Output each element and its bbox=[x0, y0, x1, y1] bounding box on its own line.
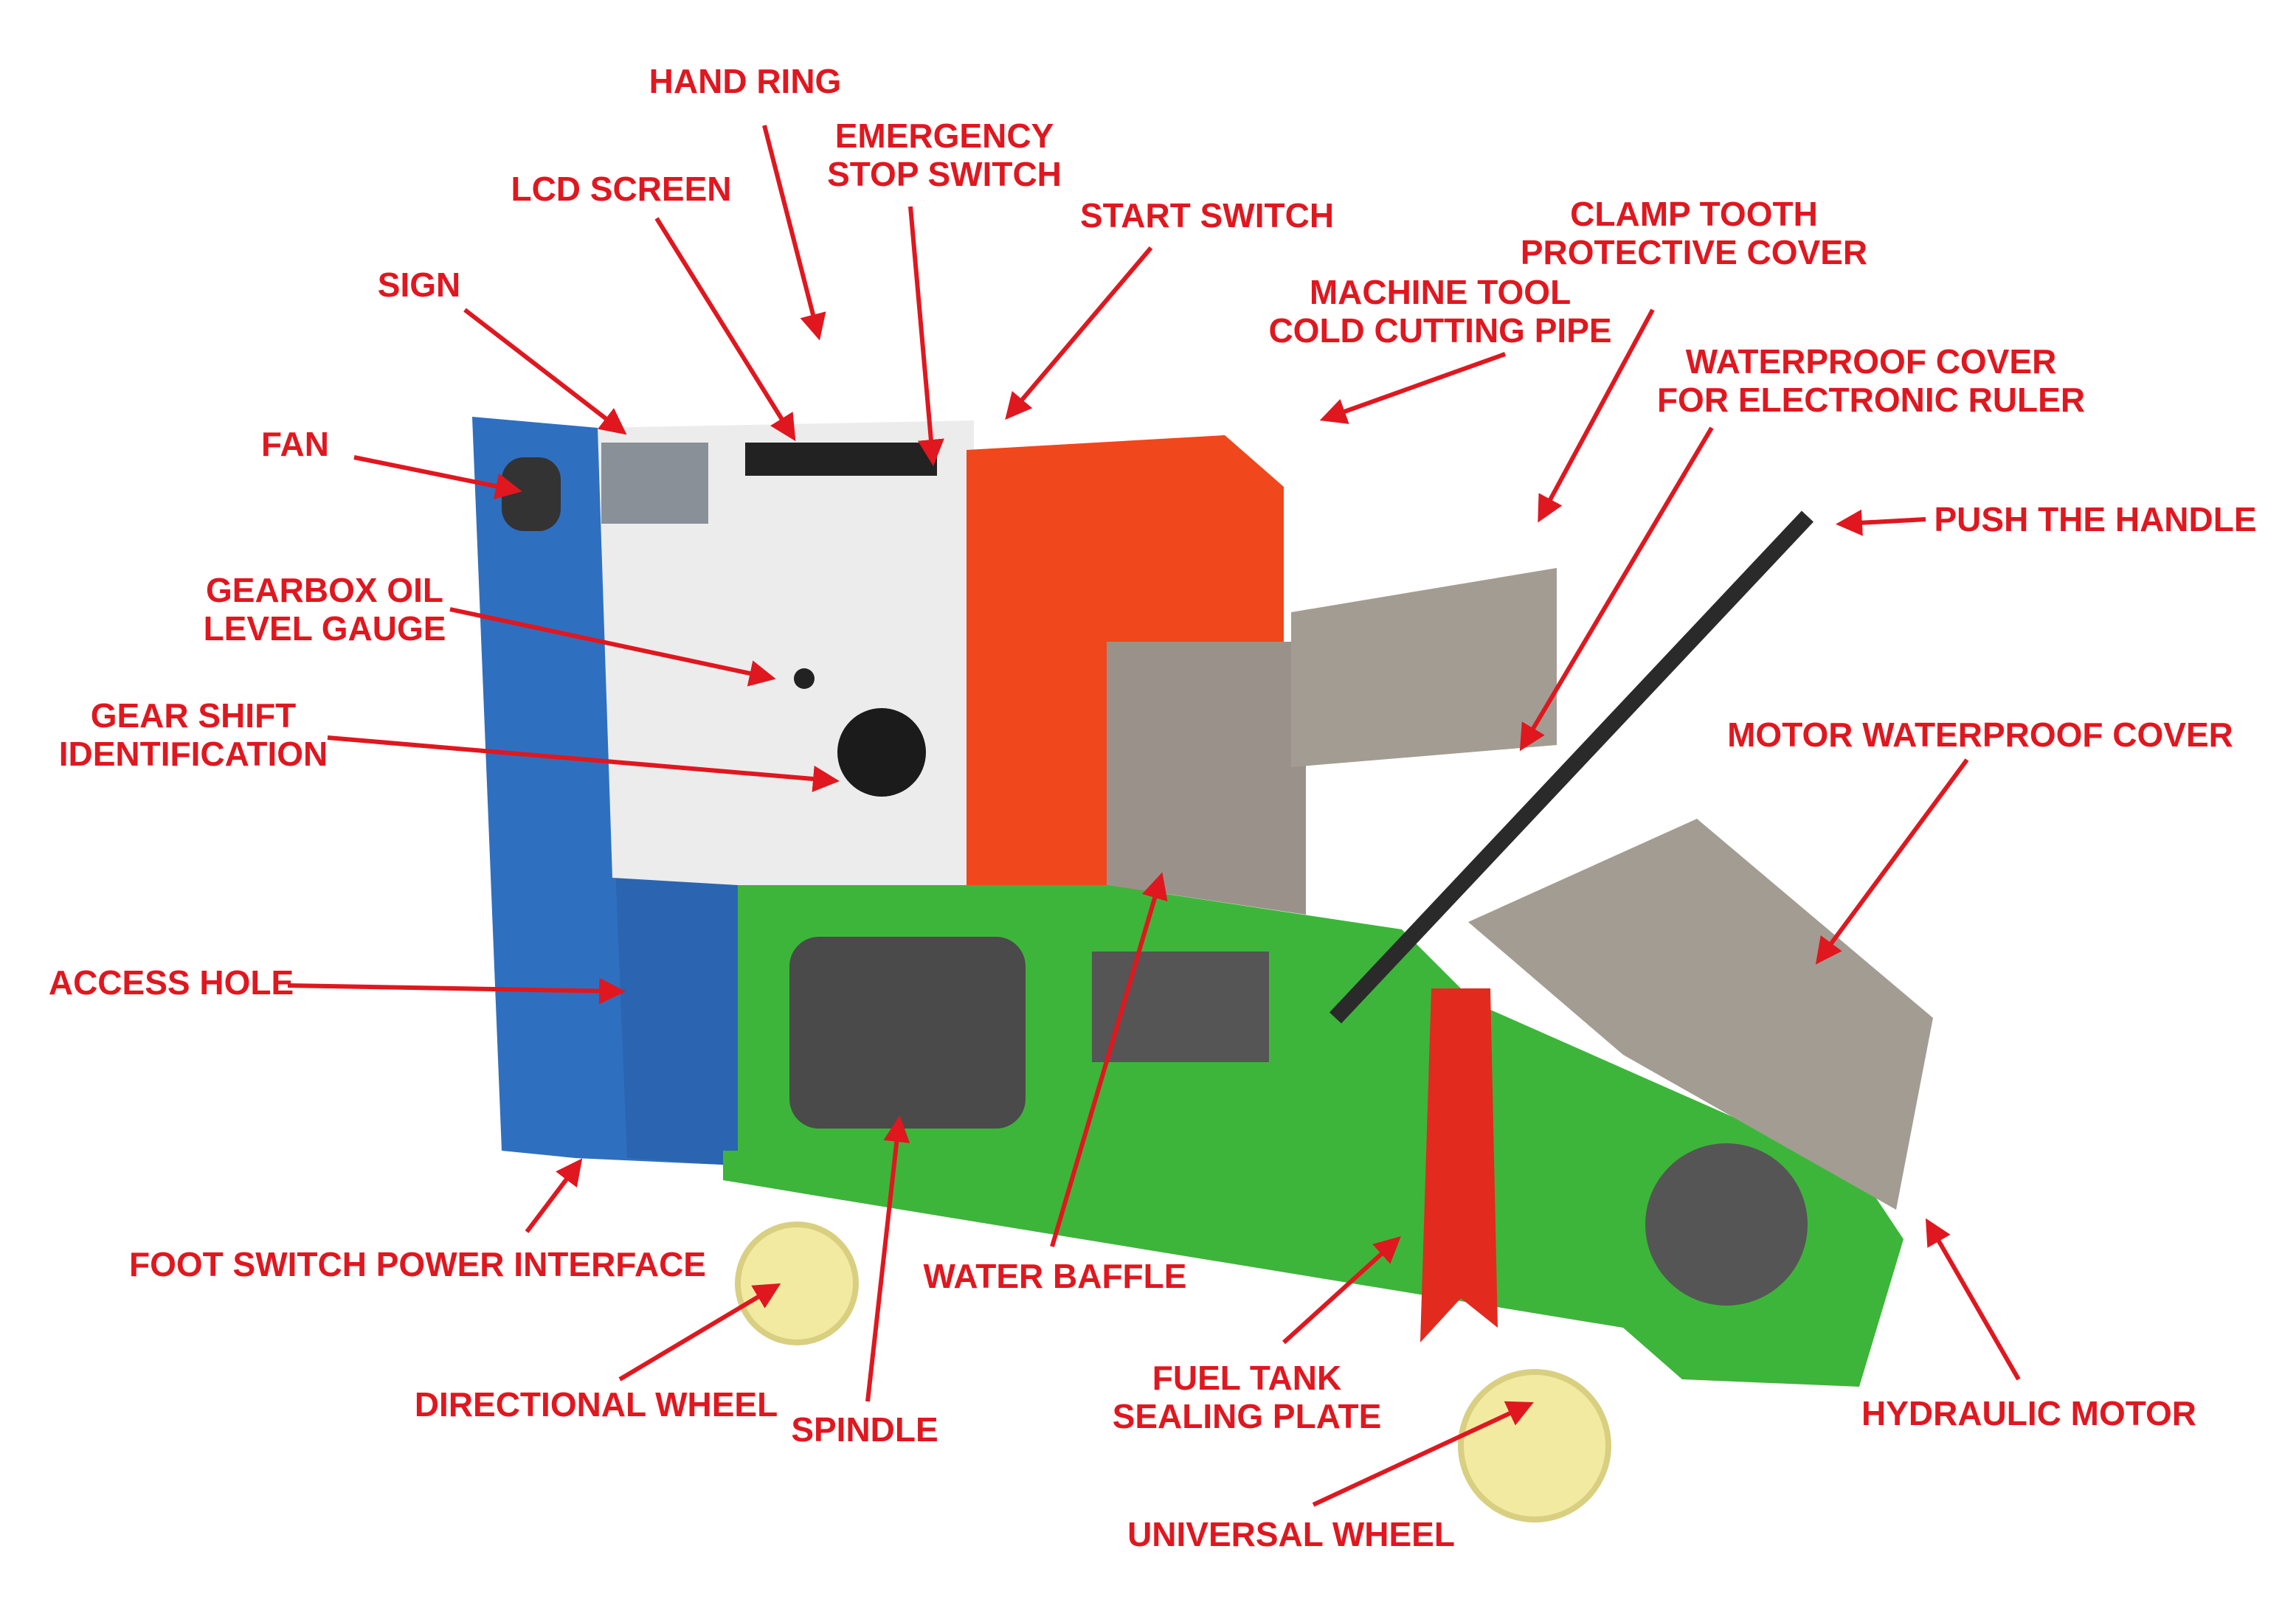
motor-waterproof-cover bbox=[1468, 819, 1933, 1210]
label-directional-wheel: DIRECTIONAL WHEEL bbox=[415, 1385, 778, 1424]
water-baffle bbox=[1107, 642, 1306, 915]
directional-wheel bbox=[735, 1221, 859, 1345]
arrow-fan bbox=[353, 455, 522, 499]
arrow-machine-tool bbox=[1319, 352, 1507, 424]
label-push-handle: PUSH THE HANDLE bbox=[1934, 500, 2256, 538]
label-access-hole: ACCESS HOLE bbox=[49, 963, 294, 1002]
machine-illustration bbox=[472, 417, 1933, 1522]
label-spindle: SPINDLE bbox=[791, 1410, 938, 1449]
spindle-motor bbox=[789, 937, 1026, 1129]
label-hydraulic-motor: HYDRAULIC MOTOR bbox=[1861, 1394, 2196, 1432]
push-handle bbox=[1329, 510, 1814, 1024]
arrow-hand-ring bbox=[762, 125, 826, 341]
arrow-universal-wheel bbox=[1312, 1401, 1534, 1507]
clamp-protective-cover bbox=[1291, 568, 1557, 767]
universal-wheel bbox=[1458, 1369, 1611, 1522]
label-fan: FAN bbox=[261, 425, 329, 463]
label-motor-waterproof: MOTOR WATERPROOF COVER bbox=[1727, 715, 2233, 754]
arrow-waterproof-ruler bbox=[1519, 426, 1714, 752]
access-window bbox=[1092, 952, 1269, 1062]
label-hand-ring: HAND RING bbox=[649, 62, 842, 100]
label-foot-switch: FOOT SWITCH POWER INTERFACE bbox=[129, 1245, 706, 1283]
arrow-spindle bbox=[865, 1115, 910, 1402]
label-lcd-screen: LCD SCREEN bbox=[511, 170, 731, 208]
sign-plate bbox=[601, 443, 708, 524]
arrow-hydraulic-motor bbox=[1926, 1218, 2021, 1381]
label-water-baffle: WATER BAFFLE bbox=[924, 1257, 1187, 1295]
arrow-foot-switch bbox=[525, 1158, 583, 1233]
white-gearbox-housing bbox=[598, 420, 974, 922]
red-ribbon bbox=[1420, 988, 1498, 1342]
lcd-screen bbox=[745, 443, 937, 476]
arrow-directional-wheel bbox=[618, 1283, 781, 1382]
gear-shift-knob bbox=[837, 708, 926, 797]
arrow-gearbox-oil bbox=[449, 607, 776, 687]
arrow-push-handle bbox=[1836, 509, 1926, 536]
arrow-motor-waterproof bbox=[1815, 758, 1969, 965]
arrow-gear-shift bbox=[327, 735, 840, 792]
arrow-fuel-tank bbox=[1282, 1236, 1401, 1345]
arrow-access-hole bbox=[287, 977, 626, 1005]
label-start-switch: START SWITCH bbox=[1080, 196, 1334, 235]
arrow-lcd-screen bbox=[654, 217, 796, 442]
arrow-emergency-stop bbox=[908, 206, 944, 466]
arrow-clamp-tooth bbox=[1538, 308, 1655, 523]
hydraulic-motor bbox=[1645, 1143, 1808, 1306]
oil-level-gauge bbox=[794, 668, 815, 689]
arrow-start-switch bbox=[1005, 246, 1153, 420]
pointer-arrows bbox=[287, 125, 2021, 1507]
arrow-water-baffle bbox=[1050, 872, 1168, 1247]
fan-grille bbox=[502, 457, 561, 531]
label-universal-wheel: UNIVERSAL WHEEL bbox=[1127, 1515, 1455, 1553]
label-sign: SIGN bbox=[378, 266, 460, 304]
arrow-sign bbox=[463, 308, 627, 435]
